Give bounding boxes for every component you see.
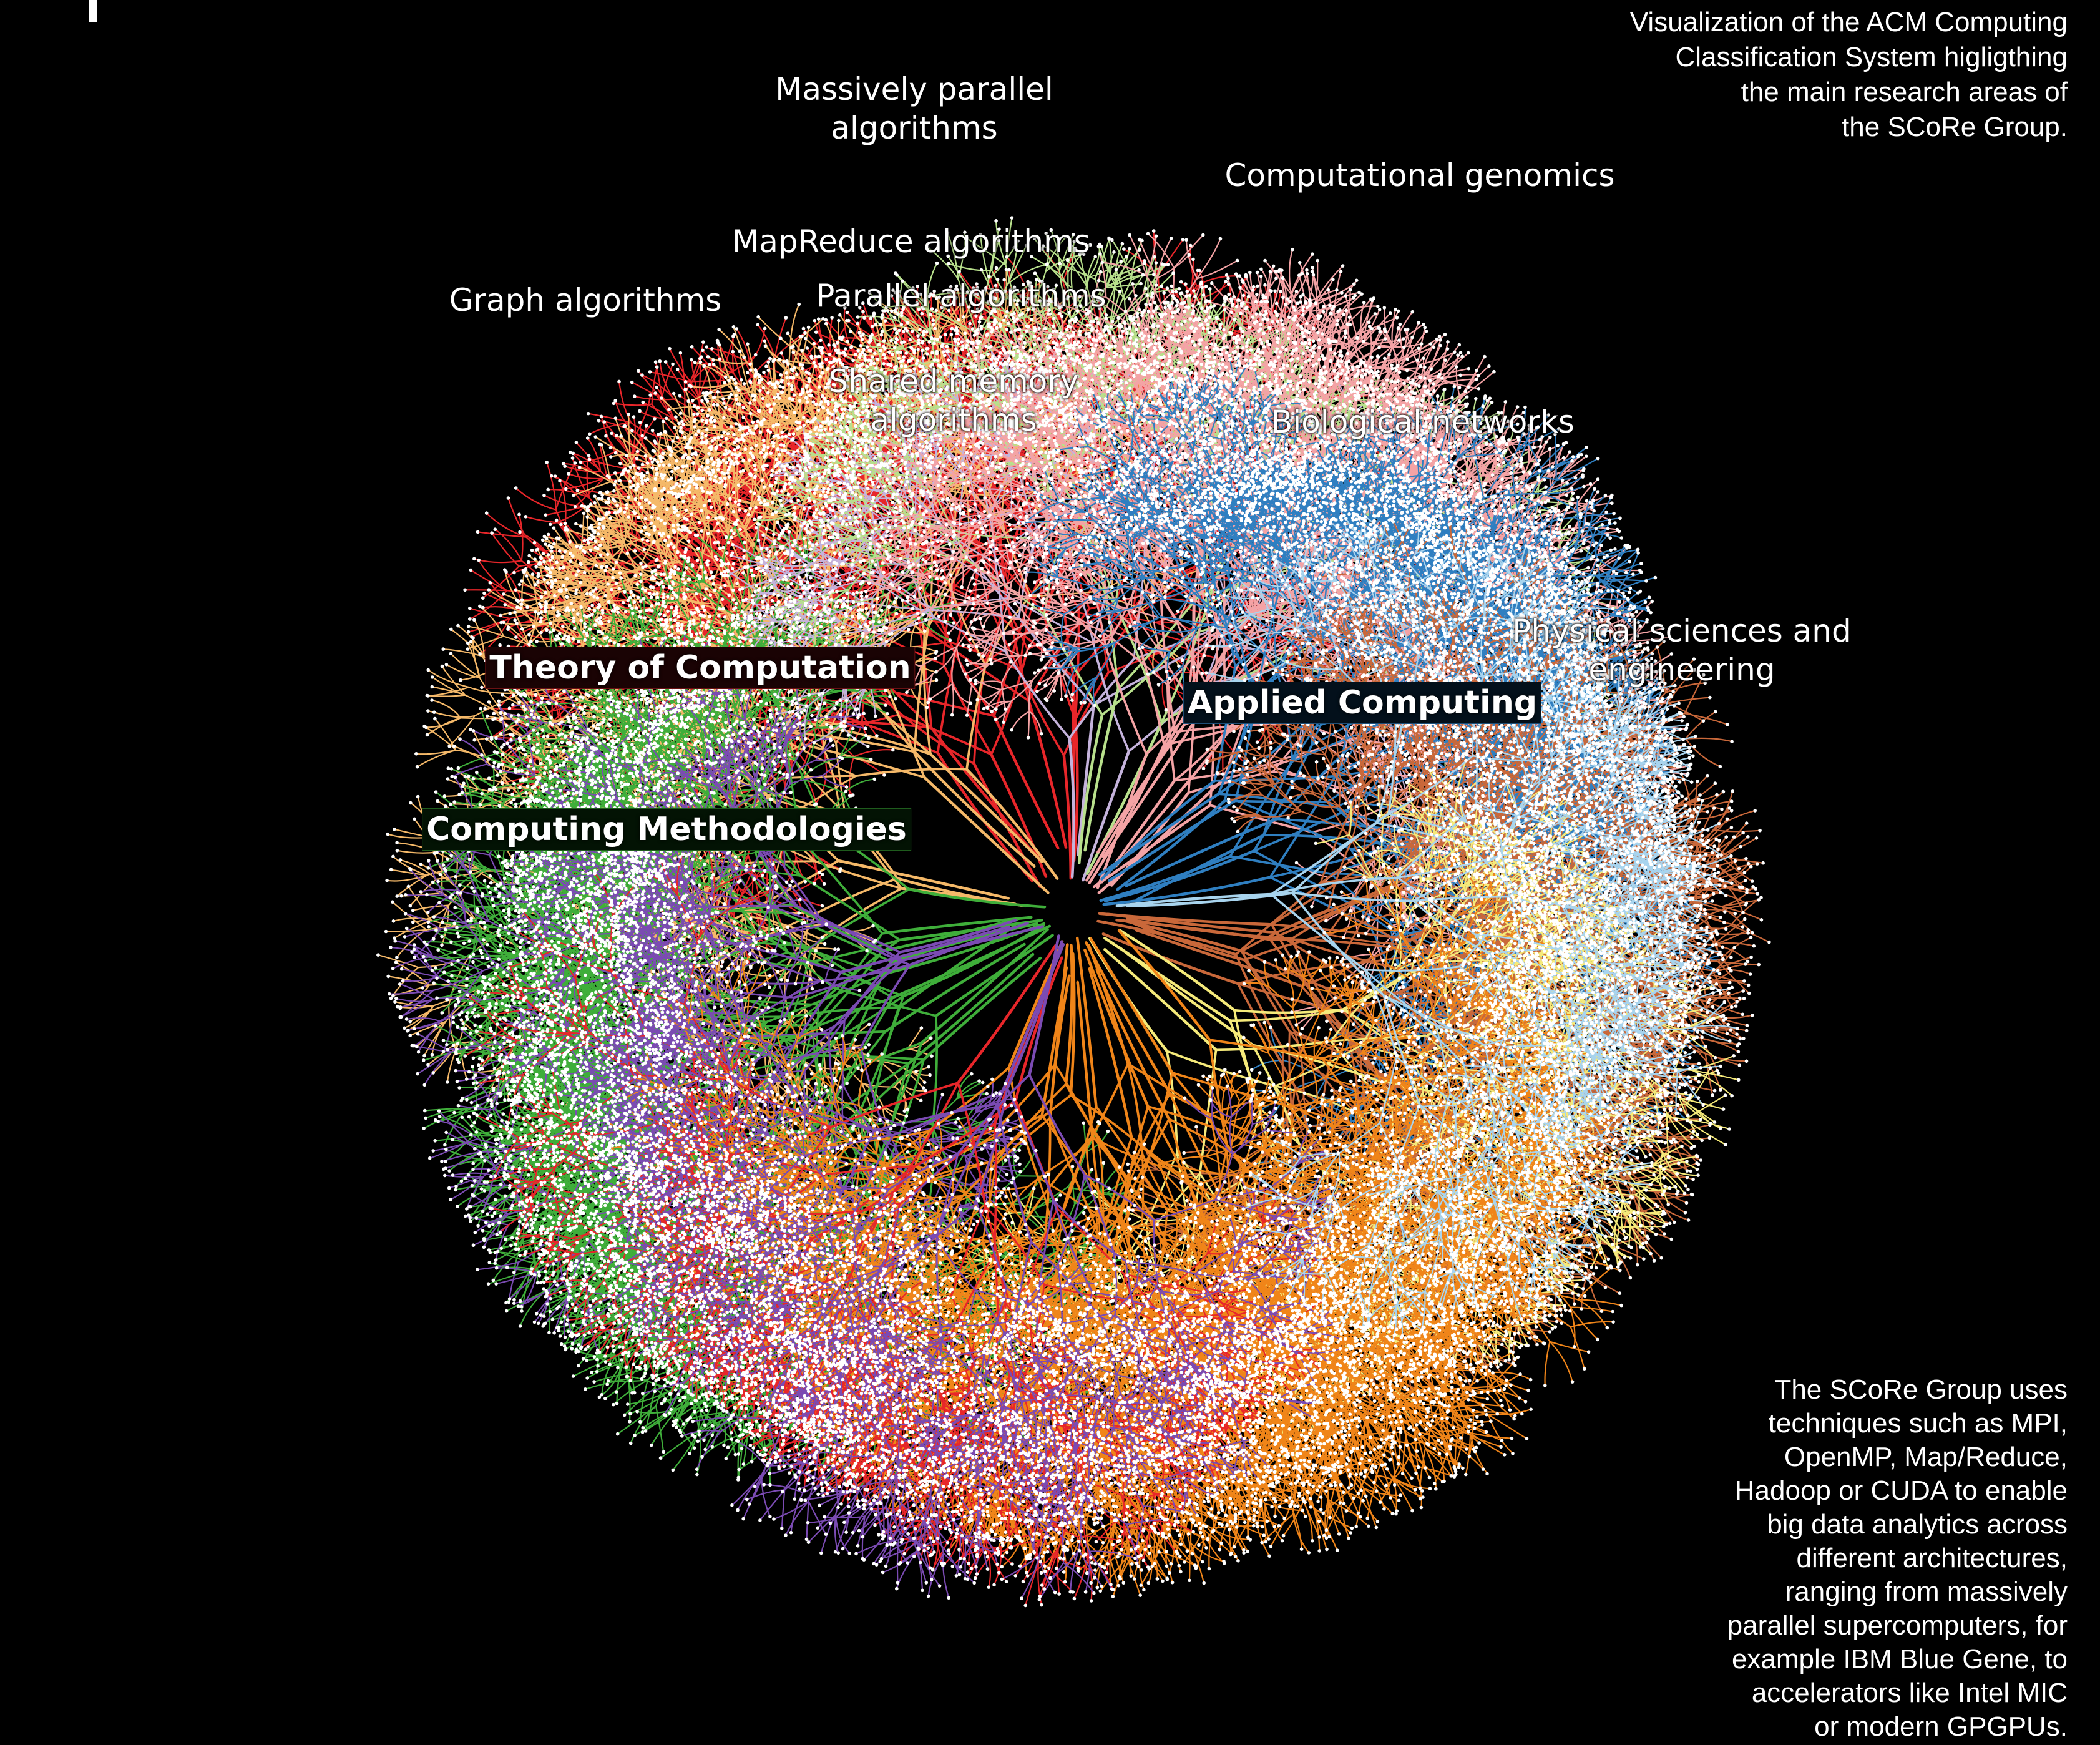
tree-branch xyxy=(635,396,674,399)
tree-branch xyxy=(588,414,632,423)
tree-branch xyxy=(516,488,556,510)
tree-branch xyxy=(519,514,523,560)
tree-branch xyxy=(547,462,556,510)
tree-branch xyxy=(470,609,510,618)
tree-branch xyxy=(471,570,507,590)
tree-branch xyxy=(619,381,631,423)
